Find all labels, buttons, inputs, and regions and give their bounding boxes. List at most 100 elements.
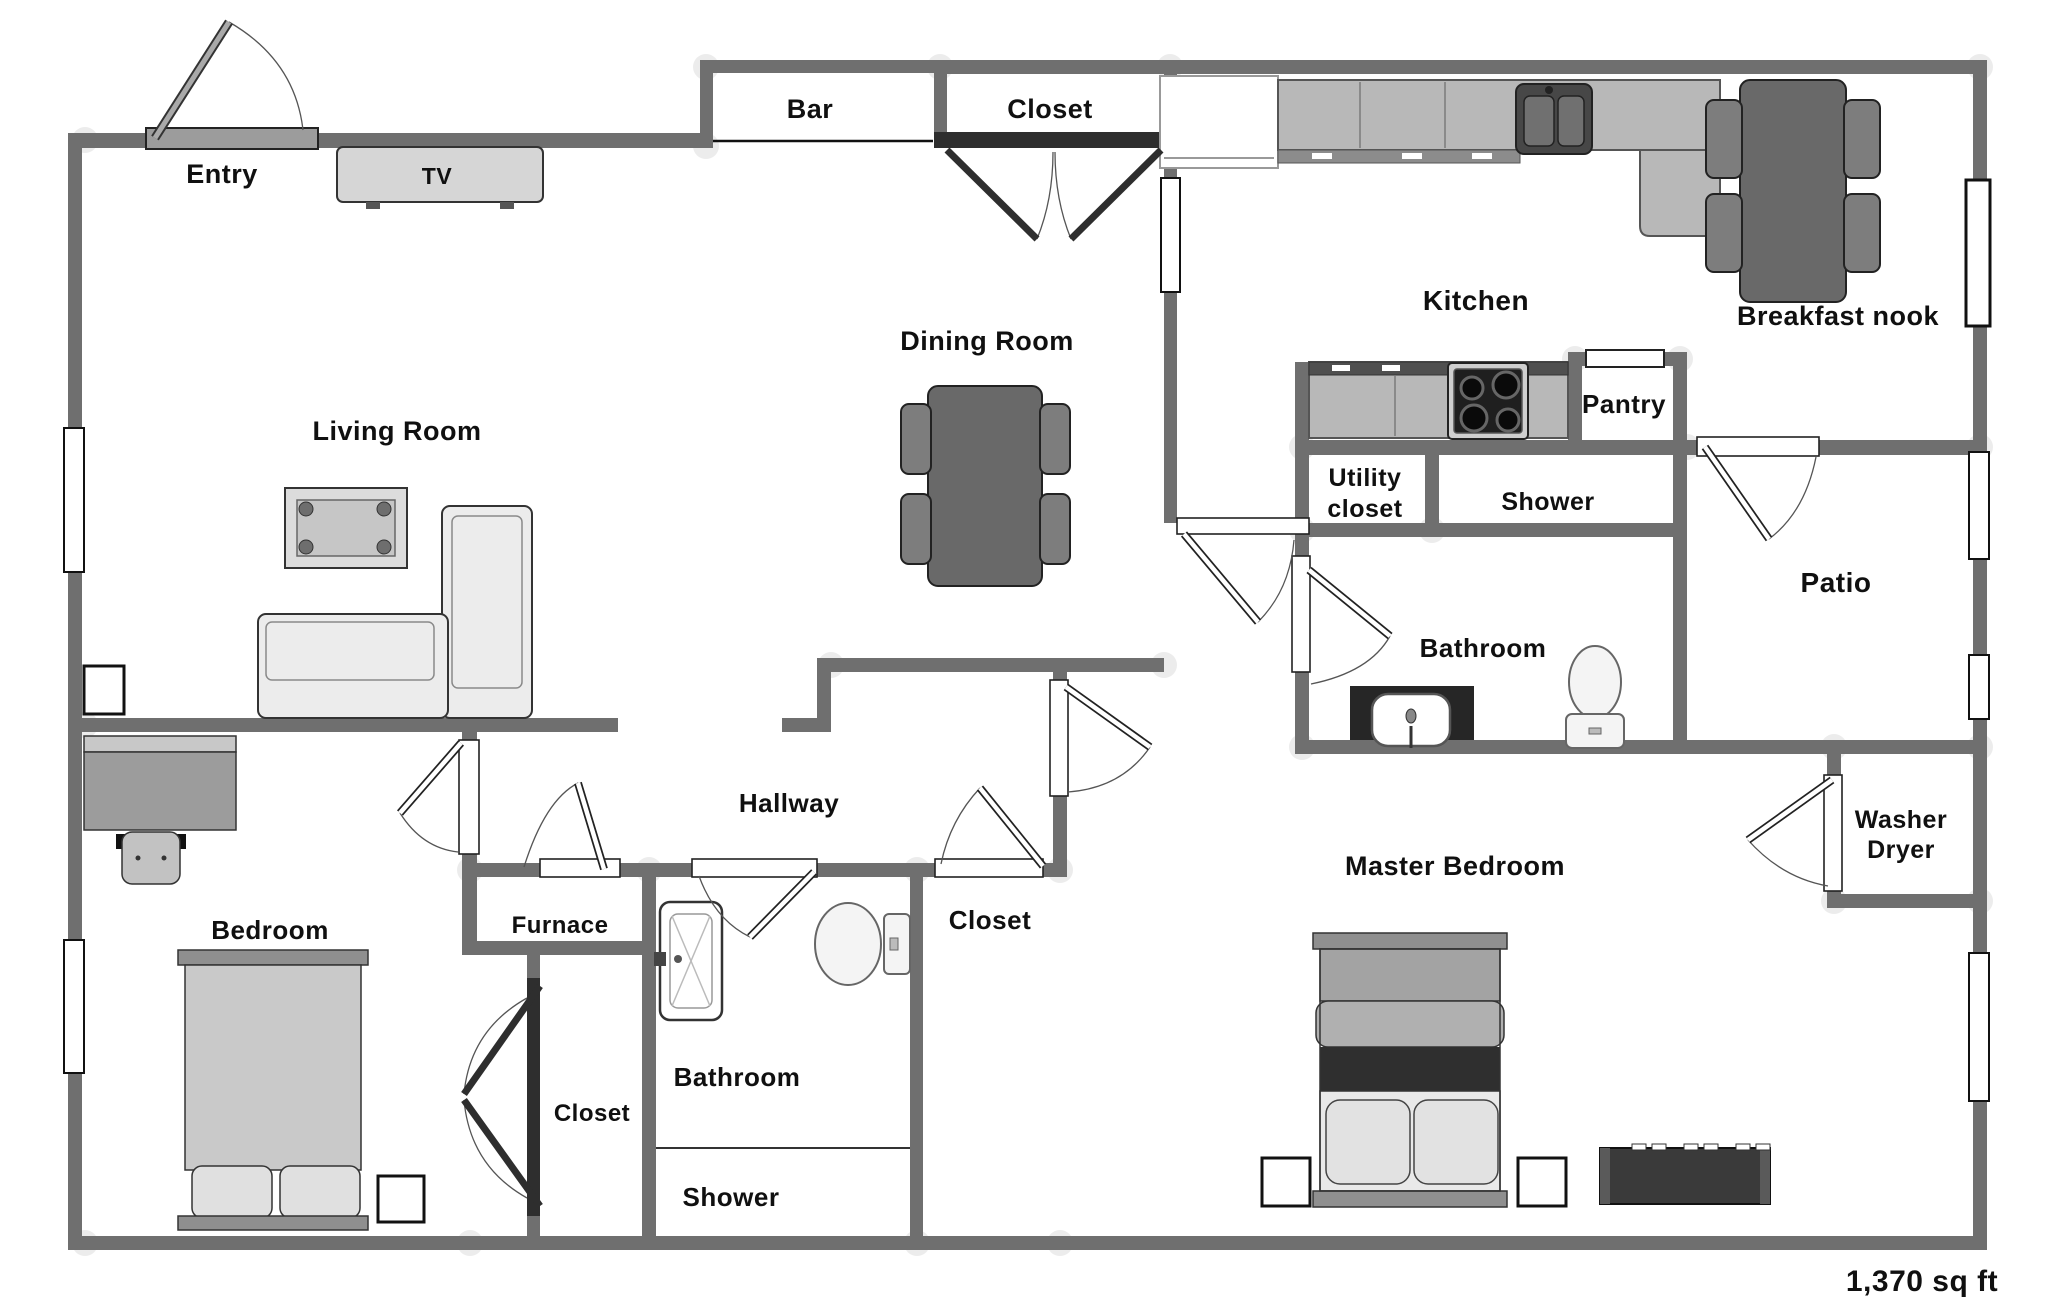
- door-opening: [1176, 517, 1310, 535]
- wall: [462, 732, 477, 742]
- desk-chair-dot: [161, 855, 167, 861]
- breakfast-chair: [1843, 193, 1881, 273]
- dresser-handle: [1651, 1143, 1667, 1151]
- door-swing-arc: [1054, 151, 1072, 240]
- burner: [1495, 407, 1521, 433]
- wall: [68, 1236, 1987, 1250]
- wall: [700, 60, 713, 148]
- master-bed-top: [1319, 948, 1501, 1002]
- dresser-handle: [1735, 1143, 1751, 1151]
- coffee-table-corner: [298, 539, 314, 555]
- wall: [824, 658, 1164, 672]
- breakfast-chair: [1705, 193, 1743, 273]
- toilet-flush: [889, 937, 899, 951]
- breakfast-table: [1739, 79, 1847, 303]
- door-opening: [539, 858, 621, 878]
- bed-footrail: [177, 1215, 369, 1231]
- burner: [1459, 403, 1489, 433]
- door-swing-arc: [1310, 635, 1391, 685]
- wall: [462, 941, 656, 955]
- room-label-living-room: Living Room: [313, 416, 482, 446]
- furnace-door-leaf: [575, 782, 607, 870]
- dining-chair: [1039, 403, 1071, 475]
- room-label-furnace: Furnace: [512, 912, 609, 939]
- wall: [1295, 740, 1987, 754]
- bed-headrail: [177, 949, 369, 966]
- door-swing-arc: [940, 787, 981, 865]
- room-label-utility-line1: Utility: [1329, 464, 1402, 492]
- wall: [700, 60, 947, 73]
- dining-chair: [900, 493, 932, 565]
- bedroom-door-leaf: [398, 741, 463, 815]
- breakfast-chair: [1705, 99, 1743, 179]
- refrigerator: [1159, 75, 1279, 169]
- nightstand: [1260, 1156, 1312, 1208]
- wall: [1568, 352, 1582, 455]
- sofa-chaise: [441, 505, 533, 719]
- wall: [1673, 352, 1687, 754]
- wall: [1053, 658, 1067, 684]
- wall: [462, 854, 477, 944]
- bed-blanket: [184, 964, 362, 1171]
- room-label-closet-hall: Closet: [949, 905, 1031, 935]
- window: [1968, 654, 1990, 720]
- wall: [1817, 440, 1987, 455]
- door-swing-arc: [1036, 151, 1054, 240]
- toilet-bowl: [814, 902, 882, 986]
- room-label-closet-bedroom: Closet: [554, 1100, 630, 1127]
- wall: [1164, 292, 1177, 523]
- door-opening: [1291, 555, 1311, 673]
- sink-basin: [1557, 95, 1585, 147]
- hall-bathroom-door-leaf: [748, 870, 816, 939]
- wall: [1295, 440, 1703, 455]
- door-opening: [1049, 679, 1069, 797]
- desk-shelf: [83, 735, 237, 753]
- cabinet-handle: [1402, 153, 1422, 159]
- wall: [782, 718, 831, 732]
- wall: [1295, 523, 1687, 537]
- door-swing-arc: [1747, 839, 1829, 887]
- wall: [68, 133, 82, 1250]
- room-label-pantry: Pantry: [1582, 389, 1666, 419]
- cabinet-handle: [1332, 365, 1350, 371]
- wall: [934, 73, 947, 133]
- window: [1160, 177, 1181, 293]
- wall: [1827, 894, 1987, 908]
- dining-table: [927, 385, 1043, 587]
- desk-chair-arm: [116, 834, 126, 849]
- coffee-table-corner: [376, 501, 392, 517]
- room-label-master-bedroom: Master Bedroom: [1345, 851, 1565, 881]
- door-swing-arc: [228, 21, 304, 131]
- room-label-shower-top: Shower: [1501, 488, 1594, 516]
- door-swing-arc: [698, 875, 751, 938]
- vanity-faucet: [1405, 708, 1417, 724]
- window: [1968, 952, 1990, 1102]
- door-swing-arc: [463, 997, 528, 1095]
- wall: [527, 1216, 540, 1236]
- bed-pillow: [279, 1165, 361, 1219]
- door-opening: [691, 858, 818, 878]
- patio-door-leaf: [1703, 445, 1771, 541]
- room-label-bathroom-master: Bathroom: [1420, 633, 1547, 663]
- furniture-label-tv: TV: [422, 163, 453, 189]
- door-swing-arc: [523, 782, 579, 868]
- door-opening: [1696, 436, 1820, 457]
- toilet-flush: [1588, 727, 1602, 735]
- breakfast-chair: [1843, 99, 1881, 179]
- bath-sink-drain: [674, 955, 682, 963]
- wall: [910, 877, 923, 1236]
- closet-track: [527, 978, 540, 1216]
- desk-chair-arm: [176, 834, 186, 849]
- bed-pillow: [191, 1165, 273, 1219]
- desk-chair-dot: [135, 855, 141, 861]
- bifold-door-top: [461, 983, 543, 1097]
- burner: [1491, 370, 1521, 400]
- dresser-handle: [1631, 1143, 1647, 1151]
- master-bed-frame: [1319, 948, 1501, 1192]
- door-swing-arc: [1768, 456, 1817, 540]
- room-label-utility-line2: closet: [1327, 495, 1402, 523]
- wall: [934, 60, 1987, 74]
- wall: [527, 955, 540, 980]
- window: [63, 939, 85, 1074]
- cabinet-handle: [1382, 365, 1400, 371]
